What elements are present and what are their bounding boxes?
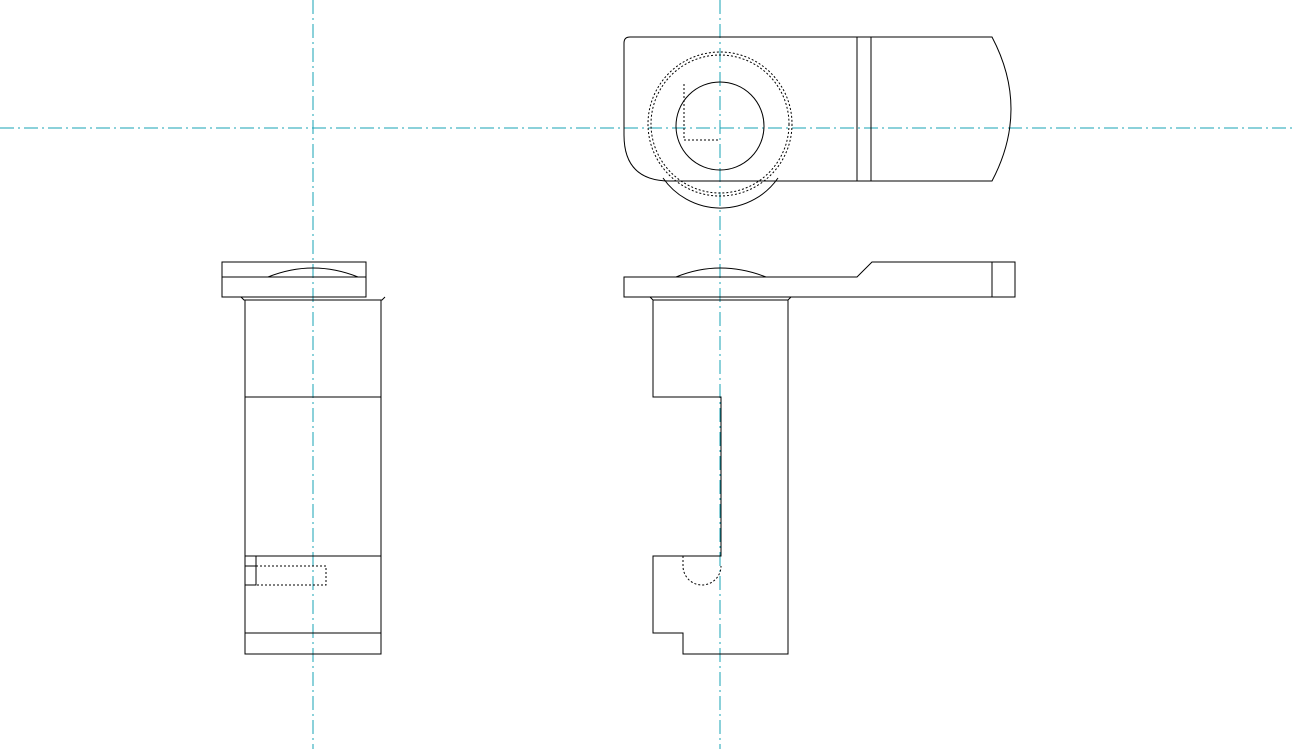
side-view: [221, 261, 386, 655]
front-view: [623, 261, 1016, 655]
side-view-dome: [267, 267, 359, 278]
top-view: [623, 36, 1012, 209]
side-view-hidden-slot: [255, 565, 327, 586]
top-view-outline: [623, 36, 1012, 182]
side-view-slot-step: [245, 565, 257, 586]
top-view-hidden-flange-inner: [650, 54, 790, 194]
top-view-flange-arc: [662, 177, 779, 209]
side-view-head-plate: [221, 261, 367, 298]
top-view-hidden-pin-outline: [683, 84, 720, 141]
front-view-lever-arm: [623, 261, 1016, 298]
top-view-bore-circle: [675, 81, 765, 171]
front-view-hidden-groove: [682, 556, 722, 586]
front-view-dome: [675, 267, 767, 278]
top-view-hidden-flange-outer: [647, 51, 793, 197]
side-view-body: [244, 299, 382, 655]
front-view-body: [652, 299, 789, 655]
